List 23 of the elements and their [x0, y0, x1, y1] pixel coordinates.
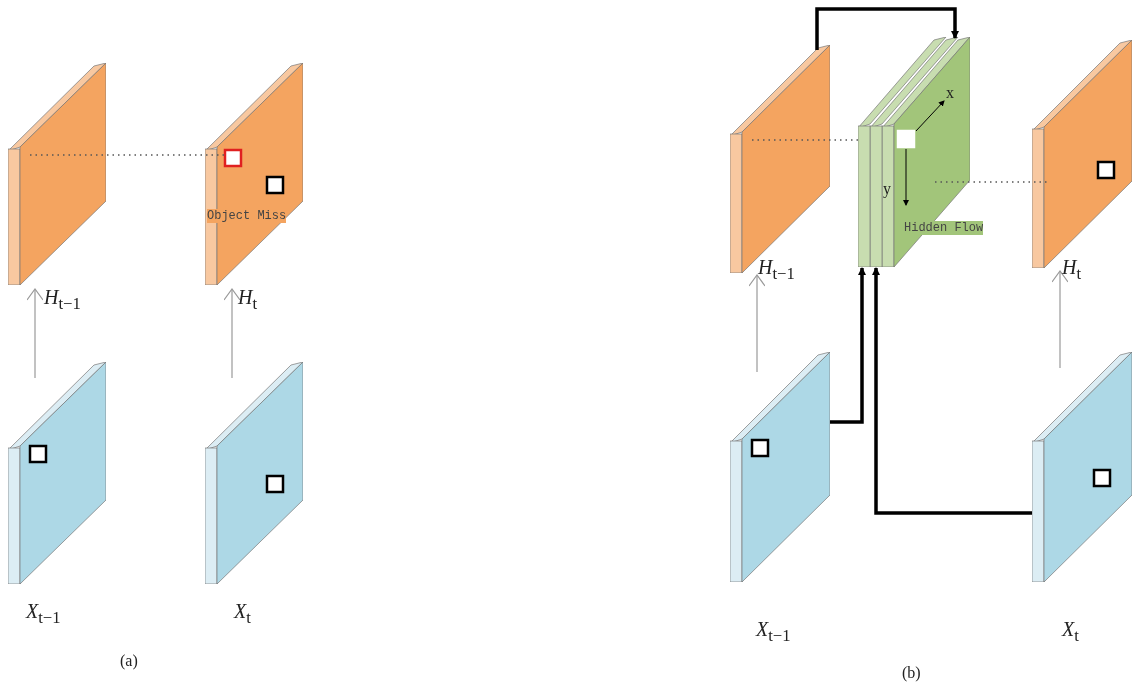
panel-label: (a) [120, 652, 138, 670]
plane-caption: Object Miss [207, 209, 287, 223]
arrow [1051, 270, 1069, 369]
plane-label: X$_{t}$ [234, 600, 251, 628]
plane-label: X$_{t−1}$ [756, 618, 791, 646]
axis-label: x [946, 84, 954, 102]
plane-label: H$_{t−1}$ [758, 256, 795, 284]
panel-label: (b) [902, 664, 921, 682]
dotted-connector [751, 139, 859, 141]
plane-label: H$_{t}$ [1062, 256, 1082, 284]
arrow [223, 288, 241, 379]
arrow [815, 7, 959, 50]
arrow [872, 267, 1032, 515]
arrow [748, 274, 766, 373]
dotted-connector [29, 154, 226, 156]
plane-caption: Hidden Flow [904, 221, 984, 235]
axis-label: y [883, 180, 891, 198]
arrow [26, 288, 44, 379]
plane-label: X$_{t}$ [1062, 618, 1079, 646]
plane-label: X$_{t−1}$ [26, 600, 61, 628]
arrow [830, 267, 866, 424]
plane-label: H$_{t}$ [238, 286, 258, 314]
plane-label: H$_{t−1}$ [44, 286, 81, 314]
